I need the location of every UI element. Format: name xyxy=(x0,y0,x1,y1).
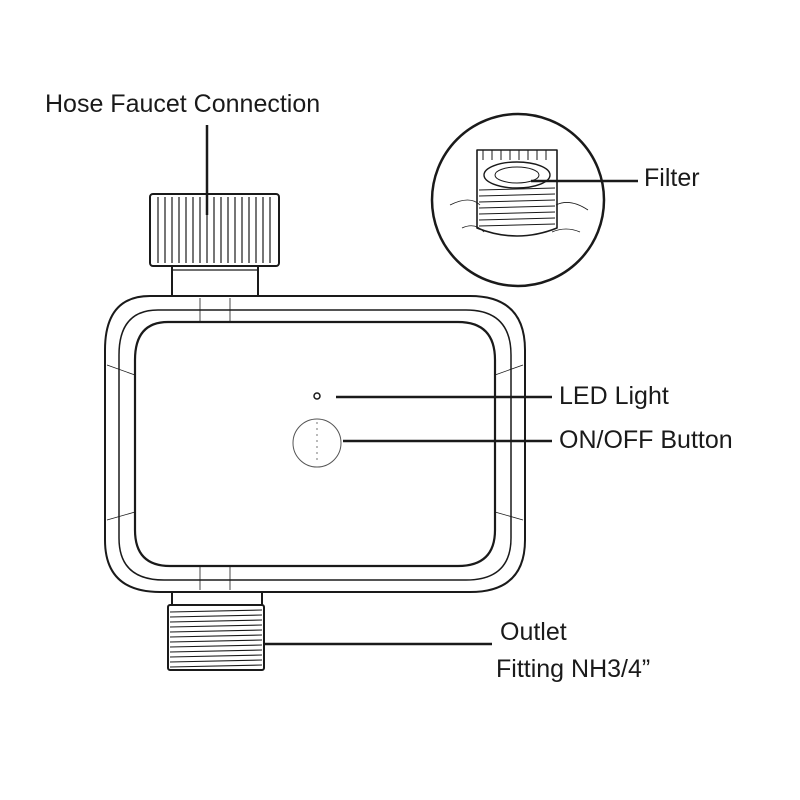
device-body xyxy=(104,295,526,593)
outlet-thread xyxy=(169,644,263,648)
outlet-thread xyxy=(169,609,263,613)
filter-thread xyxy=(478,211,556,215)
filter-thread xyxy=(478,223,556,227)
label-led-light: LED Light xyxy=(559,382,669,410)
label-on-off-button: ON/OFF Button xyxy=(559,426,733,454)
outlet-thread xyxy=(169,624,263,628)
faucet-neck xyxy=(171,266,259,296)
filter-thread xyxy=(478,193,556,197)
leader-lines xyxy=(205,125,638,646)
filter-thread xyxy=(478,205,556,209)
filter-thread xyxy=(478,199,556,203)
faucet-nut xyxy=(149,193,280,267)
led-light-dot xyxy=(313,392,321,400)
filter-inset xyxy=(430,112,606,288)
outlet-thread xyxy=(169,629,263,633)
outlet-thread xyxy=(169,634,263,638)
outlet-thread xyxy=(169,614,263,618)
label-filter: Filter xyxy=(644,164,700,192)
label-outlet-fitting: Fitting NH3/4” xyxy=(496,655,651,683)
on-off-button xyxy=(292,418,342,468)
outlet-thread xyxy=(169,639,263,643)
outlet-thread xyxy=(169,659,263,663)
label-outlet: Outlet xyxy=(500,618,567,646)
outlet-thread xyxy=(169,654,263,658)
outlet-thread xyxy=(169,649,263,653)
outlet-thread xyxy=(169,619,263,623)
outlet-thread xyxy=(169,664,263,668)
outlet-fitting xyxy=(167,592,265,671)
filter-thread xyxy=(478,187,556,191)
label-hose-faucet-connection: Hose Faucet Connection xyxy=(45,90,321,118)
filter-thread xyxy=(478,217,556,221)
